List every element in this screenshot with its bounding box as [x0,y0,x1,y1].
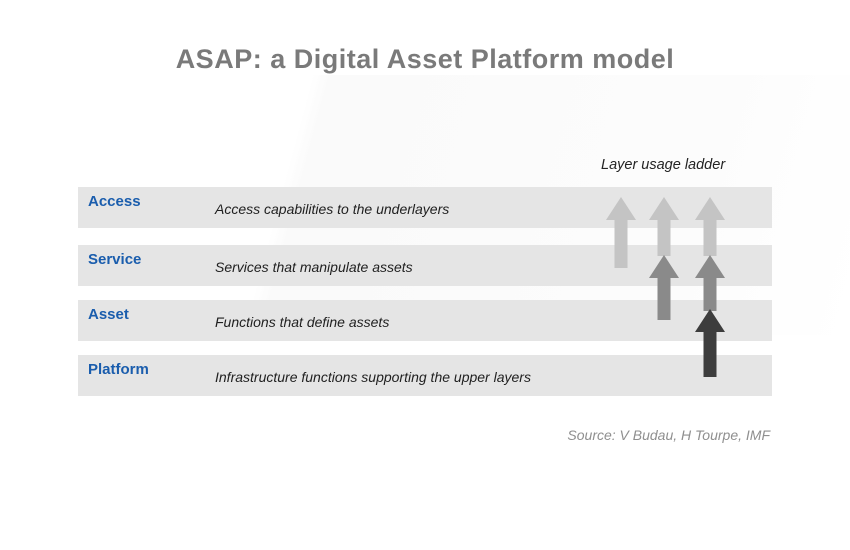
layer-description-platform: Infrastructure functions supporting the … [215,369,531,385]
layer-name-access: Access [88,193,141,210]
layer-description-asset: Functions that define assets [215,314,390,330]
layer-description-access: Access capabilities to the underlayers [215,201,450,217]
source-credit: Source: V Budau, H Tourpe, IMF [567,427,770,443]
layer-row-service: Service Services that manipulate assets [78,245,772,286]
layer-row-platform: Platform Infrastructure functions suppor… [78,355,772,396]
layer-row-access: Access Access capabilities to the underl… [78,187,772,228]
page-title: ASAP: a Digital Asset Platform model [175,44,675,74]
layer-name-platform: Platform [88,361,149,378]
layer-row-asset: Asset Functions that define assets [78,300,772,341]
ladder-label: Layer usage ladder [601,157,726,173]
layer-description-service: Services that manipulate assets [215,259,413,275]
layer-name-asset: Asset [88,306,129,323]
layer-name-service: Service [88,251,142,268]
